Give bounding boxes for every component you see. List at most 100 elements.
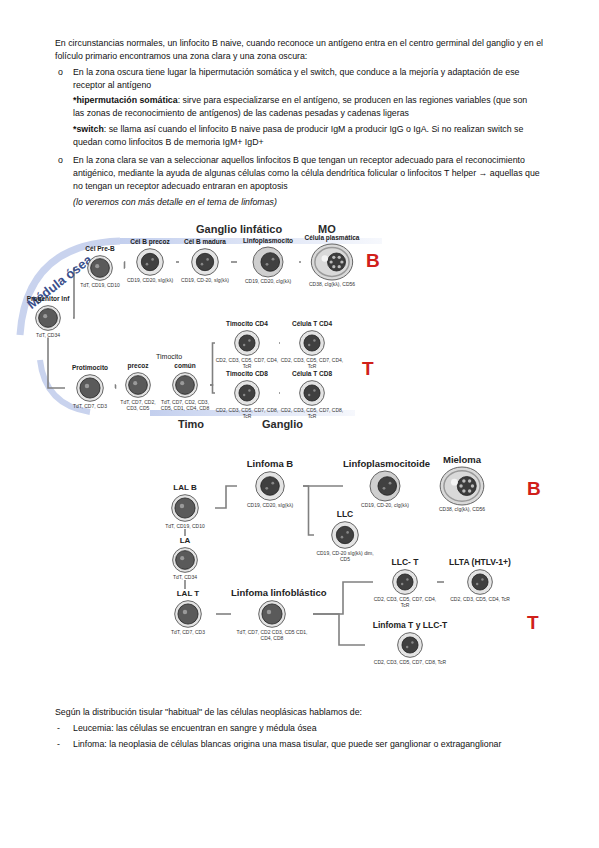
cell-node: LLC- TCD2, CD3, CD5, CD7, CD4, TcR: [373, 557, 437, 608]
chromatin-spot: [332, 265, 335, 268]
marker-text: TdT, CD7, CD2 CD3, CD5 CD1, CD4, CD8: [231, 629, 313, 641]
cell-label: Mieloma: [427, 454, 497, 466]
connector: [231, 261, 237, 263]
cell-cytoplasm: [235, 380, 260, 405]
cell-illustration: [237, 246, 299, 278]
cell-node: Célula T CD8CD2, CD3, CD5, CD7, CD8, TcR: [280, 370, 344, 419]
cell-illustration: [160, 371, 210, 399]
cell-illustration: [155, 546, 215, 574]
connector: [313, 614, 365, 645]
cell-node: Timocito CD8CD2, CD3, CD5, CD7, CD8, TcR: [215, 370, 279, 419]
cell-nucleus: [39, 308, 58, 327]
bullet-text: En la zona clara se van a seleccionar aq…: [73, 154, 545, 193]
cell-node: Progenitor lnfTdT, CD34: [23, 295, 73, 338]
cell-nucleus: [141, 253, 158, 270]
marker-text: TdT, CD19, CD10: [75, 282, 125, 288]
italic-note: (lo veremos con más detalle en el tema d…: [73, 196, 473, 209]
cell-cytoplasm: [300, 380, 325, 405]
chromatin-spot: [243, 393, 245, 395]
chromatin-spot: [468, 479, 471, 482]
cell-illustration: [343, 470, 427, 502]
marker-text: TdT, CD34: [23, 332, 73, 338]
nucleolus: [95, 264, 99, 268]
paragraph: Según la distribución tisular "habitual"…: [55, 706, 555, 719]
chromatin-spot: [243, 343, 245, 345]
marker-text: CD19, CD-20, sIg(kλ): [179, 277, 231, 283]
text: Linfoma: la neoplasia de células blancas…: [73, 739, 501, 749]
cell-label: Linfoma linfoblástico: [231, 587, 313, 599]
connector: [313, 582, 373, 614]
group-label: Timocito: [156, 352, 196, 361]
cell-node: Linfoma linfoblásticoTdT, CD7, CD2 CD3, …: [231, 587, 313, 641]
nucleolus: [180, 504, 184, 508]
cell-nucleus: [196, 253, 213, 270]
text: *switch: [73, 124, 104, 134]
text: B: [527, 478, 541, 499]
text: En la zona oscura tiene lugar la hipermu…: [73, 67, 519, 90]
lineage-letter: T: [527, 612, 549, 633]
cell-nucleus: [304, 384, 320, 400]
text: MO: [318, 223, 336, 235]
connector: [124, 262, 125, 268]
text: -: [57, 723, 60, 733]
cell-illustration: [23, 304, 73, 332]
cell-cytoplasm: [393, 569, 418, 594]
marker-text: CD2, CD3, CD5, CD7, CD8, TcR: [365, 659, 455, 665]
connector: [279, 392, 280, 394]
cell-label: Célula T CD8: [280, 370, 344, 379]
cell-label: Progenitor lnf: [23, 295, 73, 304]
marker-text: CD19, CD20, sIg(kλ): [237, 502, 303, 508]
marker-text: CD19, CD-20 sIg(kλ) dim, CD5: [314, 550, 376, 562]
chromatin-spot: [462, 489, 465, 492]
cell-cytoplasm: [173, 372, 198, 397]
cell-node: Linfoma T y LLC-TCD2, CD3, CD5, CD7, CD8…: [365, 620, 455, 665]
cell-label: Célula plasmática: [301, 234, 363, 243]
marker-text: TdT, CD34: [155, 574, 215, 580]
cell-node: LinfoplasmocitoideCD19, CD-20, cIg(kλ): [343, 458, 427, 508]
cell-illustration: [373, 568, 437, 596]
cell-node: MielomaCD38, cIg(kλ), CD56: [427, 454, 497, 512]
cell-illustration: [179, 247, 231, 277]
connector: [299, 261, 301, 263]
chromatin-spot: [265, 486, 268, 489]
nucleolus: [85, 383, 89, 387]
chromatin-spot: [411, 641, 413, 643]
paragraph: En circunstancias normales, un linfocito…: [55, 37, 551, 63]
cell-node: LATdT, CD34: [155, 536, 215, 580]
marker-text: TdT, CD7, CD3: [160, 629, 216, 635]
cell-label: Célula T CD4: [280, 320, 344, 329]
cell-label: Protimocito: [65, 364, 115, 373]
golgi-zone: [451, 478, 458, 485]
cell-illustration: [237, 470, 303, 502]
cell-node: Célula plasmáticaCD38, cIg(kλ), CD56: [301, 234, 363, 287]
chromatin-spot: [389, 481, 392, 484]
cell-cytoplasm: [175, 601, 202, 628]
chromatin-spot: [146, 262, 149, 265]
cell-cytoplasm: [36, 305, 61, 330]
cell-illustration: [65, 373, 115, 403]
bullet-text: Leucemia: las células se encuentran en s…: [73, 722, 553, 735]
chromatin-spot: [406, 578, 408, 580]
nucleolus: [180, 556, 184, 560]
cell-illustration: [231, 599, 313, 629]
cell-cytoplasm: [300, 330, 325, 355]
text: Ganglio: [262, 418, 303, 430]
cell-cytoplasm: [370, 471, 400, 501]
cell-cytoplasm: [192, 248, 219, 275]
chromatin-spot: [266, 262, 269, 265]
cell-cytoplasm: [440, 467, 484, 505]
bullet-mark: -: [57, 738, 67, 751]
text: T: [527, 612, 539, 633]
chromatin-spot: [308, 343, 310, 345]
cell-node: comúnTdT, CD7, CD2, CD3, CD5, CD1, CD4, …: [160, 362, 210, 411]
bullet-mark: o: [58, 154, 68, 167]
cell-node: LinfoplasmocitoCD19, CD20, cIg(kλ): [237, 237, 299, 284]
chromatin-spot: [313, 389, 315, 391]
cell-illustration: [116, 371, 160, 399]
text: Timo: [178, 418, 204, 430]
cell-nucleus: [304, 334, 320, 350]
cell-nucleus: [176, 375, 195, 394]
nucleolus: [183, 610, 187, 614]
cell-nucleus: [472, 573, 488, 589]
text: En circunstancias normales, un linfocito…: [55, 38, 543, 61]
